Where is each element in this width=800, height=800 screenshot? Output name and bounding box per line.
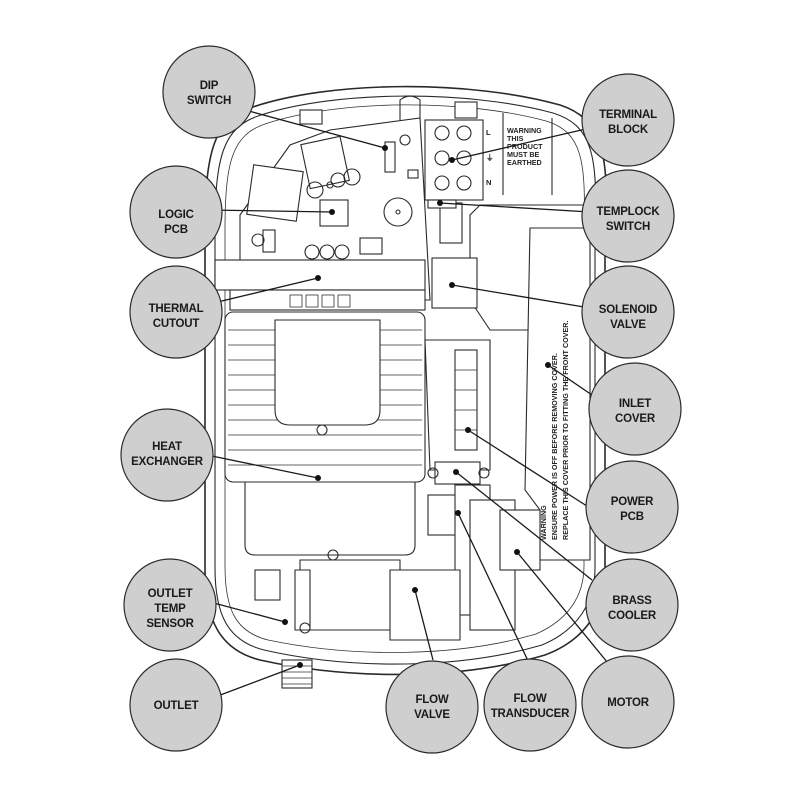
callout-label: TEMP	[154, 603, 186, 615]
leader-heat-exchanger	[206, 454, 319, 479]
cover-warning-line-2: REPLACE THIS COVER PRIOR TO FITTING THE …	[561, 321, 570, 541]
callout-heat-exchanger: HEAT EXCHANGER	[120, 408, 214, 502]
callout-label: BLOCK	[608, 124, 649, 136]
callout-label: FLOW	[513, 693, 546, 705]
callout-label: MOTOR	[607, 697, 649, 709]
callout-flow-transducer: FLOW TRANSDUCER	[483, 658, 577, 752]
cover-warning-line-1: ENSURE POWER IS OFF BEFORE REMOVING COVE…	[550, 353, 559, 540]
outlet-part	[281, 659, 313, 689]
callout-thermal-cutout: THERMAL CUTOUT	[129, 265, 223, 359]
leader-flow-transducer	[457, 512, 531, 666]
callout-label: TEMPLOCK	[597, 206, 661, 218]
callout-label: TRANSDUCER	[491, 708, 570, 720]
leader-motor	[516, 551, 613, 669]
callout-label: POWER	[611, 496, 654, 508]
leader-inlet-cover	[547, 364, 593, 396]
callout-label: CUTOUT	[153, 318, 200, 330]
leader-flow-valve	[414, 589, 434, 661]
callout-label: OUTLET	[148, 588, 193, 600]
callout-flow-valve: FLOW VALVE	[385, 660, 479, 754]
leader-brass-cooler	[455, 471, 593, 581]
callout-label: DIP	[200, 80, 219, 92]
callout-label: COOLER	[608, 610, 657, 622]
callout-power-pcb: POWER PCB	[585, 460, 679, 554]
callout-label: VALVE	[610, 319, 646, 331]
callout-motor: MOTOR	[581, 655, 675, 749]
shower-housing	[204, 85, 607, 676]
callout-label: HEAT	[152, 441, 182, 453]
leader-solenoid-valve	[451, 284, 591, 309]
callout-label: TERMINAL	[599, 109, 657, 121]
leader-outlet-temp-sensor	[209, 601, 286, 623]
leader-templock-switch	[439, 202, 591, 213]
earth-warning-line: WARNING	[507, 126, 542, 135]
earth-warning-line: EARTHED	[507, 158, 542, 167]
leader-terminal-block	[451, 127, 591, 161]
callout-templock-switch: TEMPLOCK SWITCH	[581, 169, 675, 263]
callout-terminal-block: TERMINAL BLOCK	[581, 73, 675, 167]
leader-thermal-cutout	[204, 277, 319, 306]
leader-outlet	[214, 664, 301, 698]
callout-brass-cooler: BRASS COOLER	[585, 558, 679, 652]
callout-logic-pcb: LOGIC PCB	[129, 165, 223, 259]
callout-outlet: OUTLET	[129, 658, 223, 752]
callout-inlet-cover: INLET COVER	[588, 362, 682, 456]
terminal-neutral-mark: N	[486, 178, 491, 187]
power-pcb-part	[424, 257, 491, 485]
terminal-block-part: L N ⏚	[424, 119, 494, 209]
leader-lines	[204, 109, 613, 698]
earth-warning-line: MUST BE	[507, 150, 540, 159]
callout-label: COVER	[615, 413, 656, 425]
callout-label: PCB	[164, 224, 188, 236]
callout-label: EXCHANGER	[131, 456, 204, 468]
cover-warning-heading: WARNING	[539, 505, 548, 540]
callout-label: INLET	[619, 398, 651, 410]
flow-valve-assembly	[254, 484, 541, 641]
callout-label: OUTLET	[154, 700, 199, 712]
callout-label: SWITCH	[187, 95, 231, 107]
callout-dip-switch: DIP SWITCH	[162, 45, 256, 139]
callout-label: THERMAL	[149, 303, 204, 315]
leader-dip-switch	[244, 109, 386, 149]
callout-label: FLOW	[415, 694, 448, 706]
terminal-earth-mark: ⏚	[486, 153, 494, 162]
callout-label: SWITCH	[606, 221, 650, 233]
earth-warning-label: WARNING THIS PRODUCT MUST BE EARTHED	[502, 113, 553, 195]
callout-label: SOLENOID	[599, 304, 657, 316]
earth-warning-line: THIS	[507, 134, 524, 143]
callout-label: LOGIC	[158, 209, 193, 221]
heat-exchanger-part	[214, 259, 426, 556]
leader-power-pcb	[467, 429, 591, 509]
callout-label: SENSOR	[146, 618, 194, 630]
earth-warning-line: PRODUCT	[507, 142, 543, 151]
leader-logic-pcb	[209, 209, 333, 213]
terminal-live-mark: L	[486, 128, 491, 137]
callout-label: BRASS	[612, 595, 652, 607]
callout-label: VALVE	[414, 709, 450, 721]
callout-solenoid-valve: SOLENOID VALVE	[581, 265, 675, 359]
callout-label: PCB	[620, 511, 644, 523]
callout-outlet-temp-sensor: OUTLET TEMP SENSOR	[123, 558, 217, 652]
